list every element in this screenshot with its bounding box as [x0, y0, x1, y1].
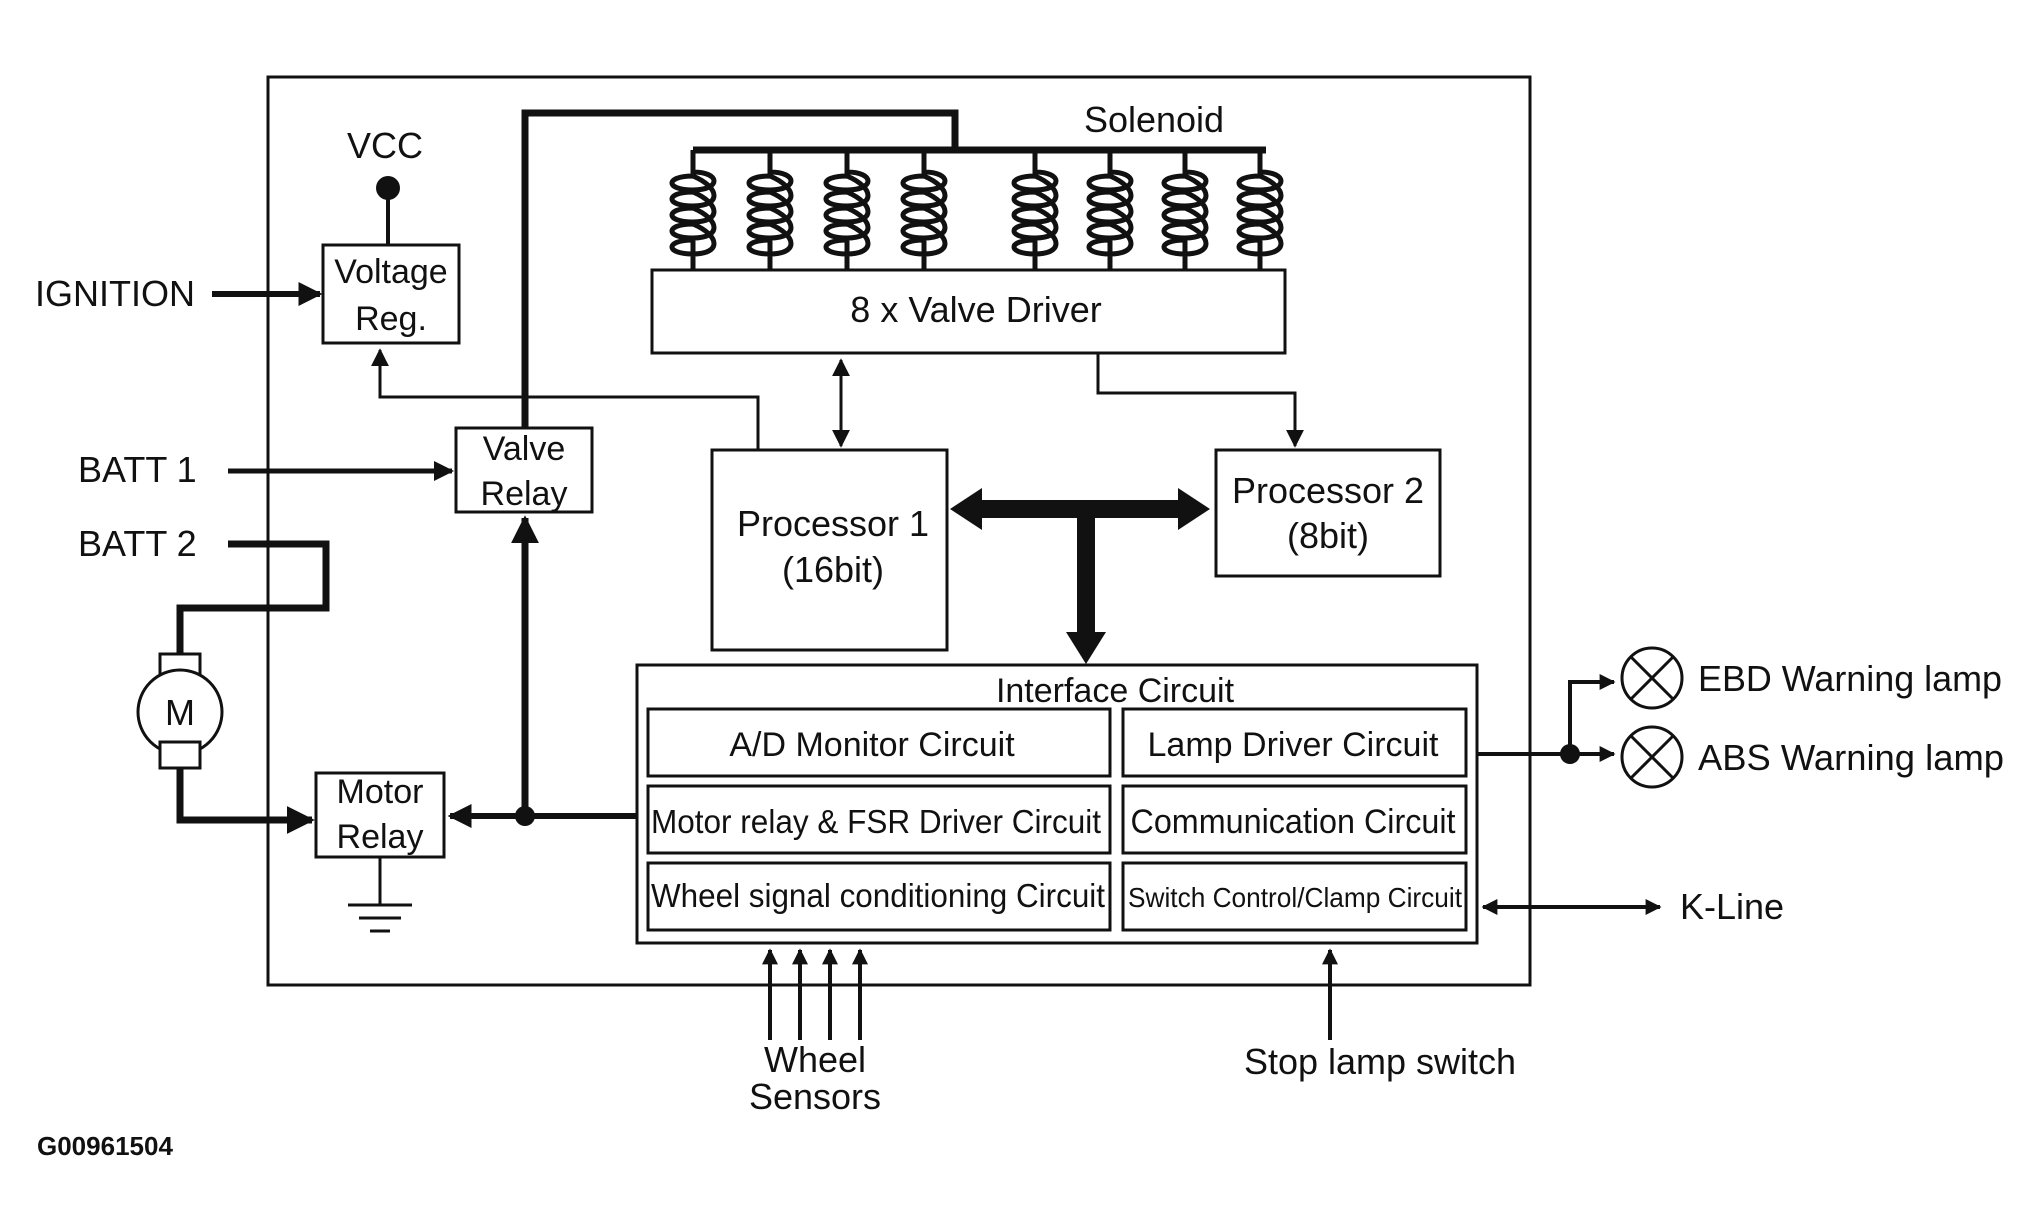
- wheel-sensors-label-2: Sensors: [749, 1076, 881, 1117]
- motor-relay-label-1: Motor: [337, 773, 424, 811]
- vcc-label: VCC: [347, 125, 423, 166]
- processor1-label-2: (16bit): [782, 549, 884, 590]
- solenoid-coil-icon: [1011, 150, 1059, 270]
- communication-label: Communication Circuit: [1131, 803, 1457, 841]
- solenoid-coil-icon: [823, 150, 871, 270]
- ad-monitor-label: A/D Monitor Circuit: [729, 726, 1015, 764]
- ebd-lamp-label: EBD Warning lamp: [1698, 658, 2002, 699]
- processor-bus-arrow-right: [1178, 488, 1210, 530]
- valve-relay-block: [454, 426, 594, 514]
- communication-block: [1121, 784, 1468, 855]
- processor1-to-voltage-reg: [371, 348, 760, 450]
- processor1-label-1: Processor 1: [737, 503, 929, 544]
- solenoid-label: Solenoid: [1084, 99, 1224, 140]
- wheel-sensors-label-1: Wheel: [764, 1039, 866, 1080]
- processor2-label-2: (8bit): [1287, 515, 1369, 556]
- motor-relay-label-2: Relay: [337, 818, 424, 856]
- valve-driver-label: 8 x Valve Driver: [850, 289, 1101, 330]
- interface-circuit-title: Interface Circuit: [996, 672, 1235, 710]
- kline-label: K-Line: [1680, 886, 1784, 927]
- ebd-lamp-icon: [1620, 646, 1684, 710]
- valve-relay-power-bus: [521, 109, 959, 428]
- motor-label: M: [165, 692, 195, 733]
- valve-relay-label-1: Valve: [483, 430, 566, 468]
- voltage-reg-label-2: Reg.: [355, 300, 427, 338]
- processor-bus-arrow-left: [950, 488, 982, 530]
- motor-brush-bottom: [158, 740, 202, 770]
- ebd-lamp-arrow: [1568, 674, 1616, 754]
- processor2-block: [1214, 448, 1442, 578]
- solenoid-coil-icon: [1086, 150, 1134, 270]
- solenoid-coils: [669, 150, 1284, 270]
- switch-control-block: [1121, 861, 1468, 932]
- bus-to-interface-arrow: [1066, 632, 1106, 664]
- wheel-sensor-arrows: [762, 948, 868, 1040]
- abs-lamp-icon: [1620, 725, 1684, 789]
- lamp-driver-label: Lamp Driver Circuit: [1148, 726, 1439, 764]
- batt2-label: BATT 2: [78, 523, 197, 564]
- batt1-label: BATT 1: [78, 449, 197, 490]
- processor1-block: [710, 448, 949, 652]
- valve-driver-to-processor2: [1096, 353, 1304, 448]
- ignition-label: IGNITION: [35, 273, 195, 314]
- valve-driver-block: [650, 268, 1287, 355]
- abs-lamp-label: ABS Warning lamp: [1698, 737, 2004, 778]
- processor2-label-1: Processor 2: [1232, 470, 1424, 511]
- solenoid-coil-icon: [669, 150, 717, 270]
- solenoid-coil-icon: [1236, 150, 1284, 270]
- switch-control-label: Switch Control/Clamp Circuit: [1128, 882, 1462, 913]
- solenoid-coil-icon: [1161, 150, 1209, 270]
- solenoid-coil-icon: [900, 150, 948, 270]
- voltage-reg-block: [321, 243, 461, 345]
- lamp-driver-block: [1121, 707, 1468, 778]
- stop-lamp-label: Stop lamp switch: [1244, 1041, 1516, 1082]
- ground-icon: [348, 857, 412, 933]
- voltage-reg-label-1: Voltage: [334, 253, 447, 291]
- ad-monitor-block: [646, 707, 1112, 778]
- motor-fsr-block: [646, 784, 1112, 855]
- motor-to-relay-wire: [176, 768, 315, 834]
- motor-fsr-label: Motor relay & FSR Driver Circuit: [651, 803, 1101, 840]
- wheel-signal-block: [646, 861, 1112, 932]
- wheel-signal-label: Wheel signal conditioning Circuit: [651, 877, 1105, 914]
- valve-relay-label-2: Relay: [481, 475, 568, 513]
- batt2-wire: [176, 540, 330, 654]
- solenoid-coil-icon: [746, 150, 794, 270]
- ecu-boundary: [266, 75, 1532, 987]
- figure-id: G00961504: [37, 1131, 173, 1161]
